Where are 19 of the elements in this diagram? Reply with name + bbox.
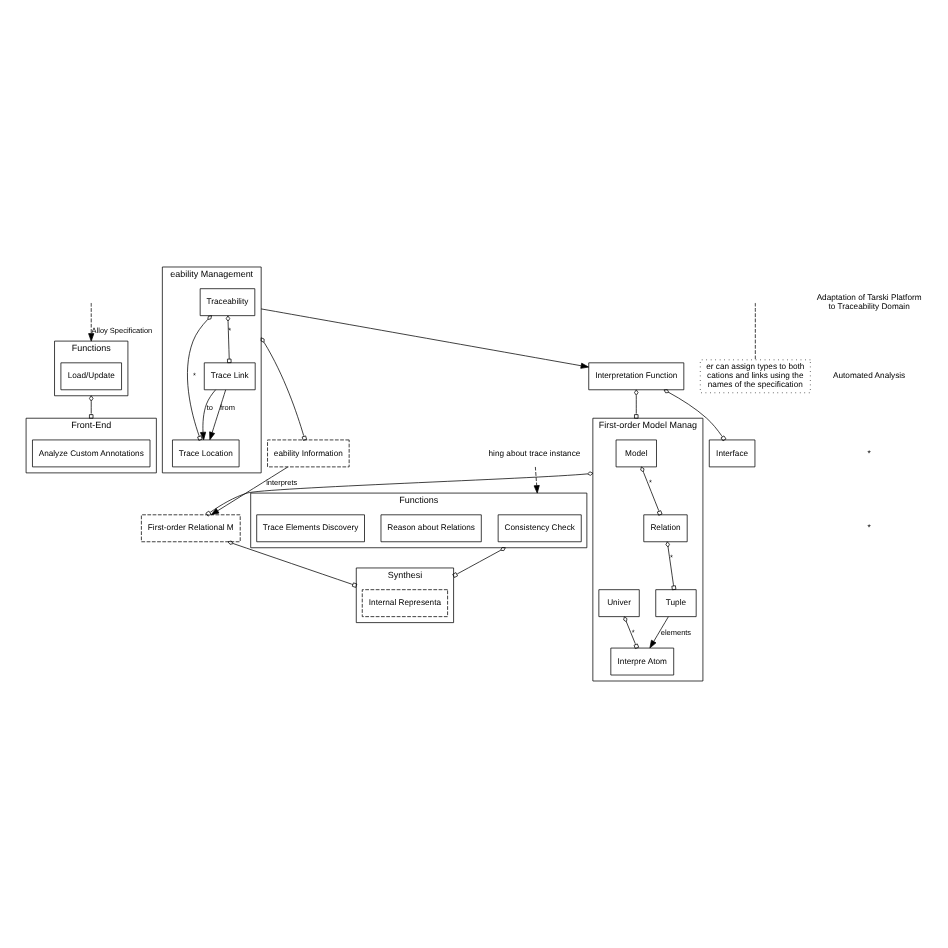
- connector: [663, 389, 727, 442]
- connector: [227, 540, 358, 588]
- arrow: [260, 308, 589, 369]
- connector: [89, 395, 94, 419]
- connector: [623, 616, 640, 649]
- arrow: [88, 302, 95, 342]
- connector: [665, 541, 677, 591]
- arrow: [209, 389, 227, 441]
- connector: [205, 471, 594, 517]
- connector: [260, 337, 307, 441]
- arrow: [649, 616, 669, 649]
- connector: [187, 315, 212, 441]
- connector: [640, 466, 663, 516]
- connector: [225, 315, 232, 364]
- arrow: [210, 466, 289, 516]
- connector: [634, 389, 639, 419]
- connector: [452, 547, 506, 578]
- arrow: [533, 466, 540, 494]
- arrow: [200, 389, 216, 441]
